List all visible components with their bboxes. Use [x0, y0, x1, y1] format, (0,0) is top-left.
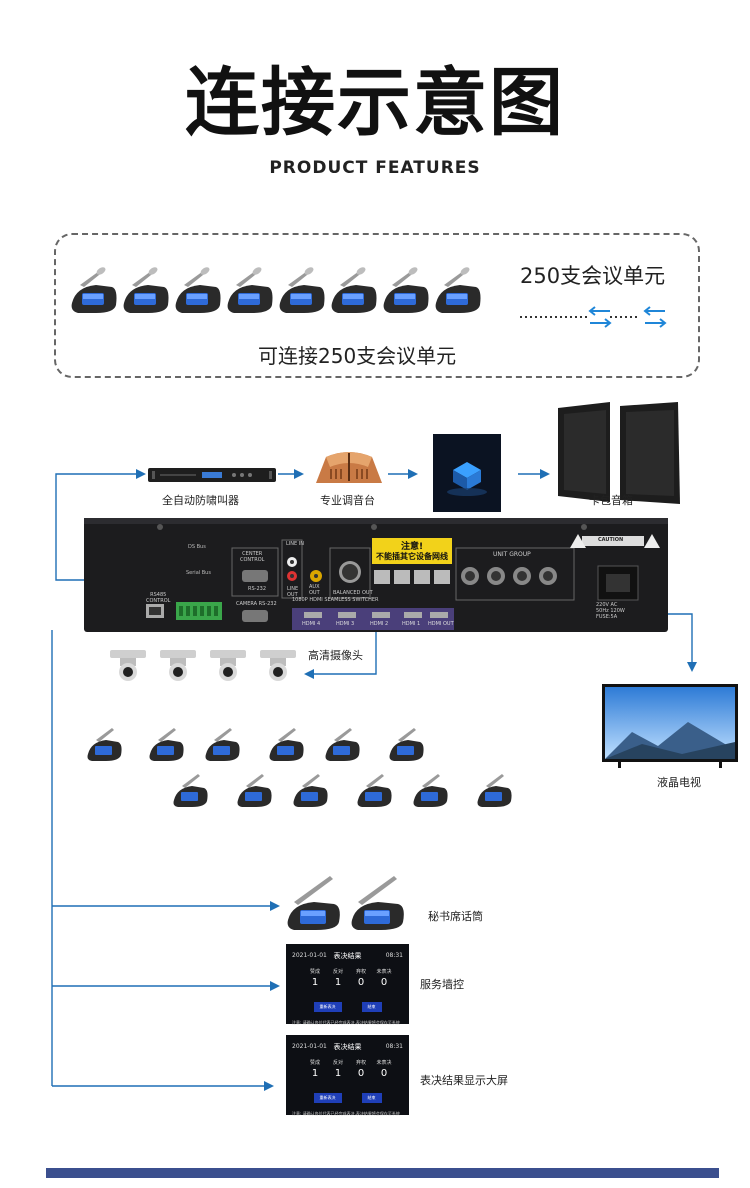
tv-label: 液晶电视 — [657, 776, 701, 789]
page-title: 连接示意图 — [185, 60, 565, 146]
speaker-label: 卡包音箱 — [589, 494, 633, 507]
unit-count-label: 250支会议单元 — [520, 264, 666, 288]
caution-label: CAUTION — [598, 537, 624, 543]
mixer-label: 专业调音台 — [320, 494, 375, 507]
feedback-suppressor-device — [148, 468, 276, 482]
lcd-tv — [602, 684, 738, 768]
balanced-out-label: BALANCED OUT — [333, 590, 373, 596]
unit-group-box — [54, 233, 700, 378]
speaker-cabinets — [558, 402, 680, 504]
col-oppose-header: 反对 — [332, 969, 343, 975]
rs232-label: RS-232 — [248, 586, 266, 592]
hdmi1-label: HDMI 1 — [402, 621, 421, 627]
unit-group-label: UNIT GROUP — [493, 551, 531, 558]
screen-note: 注意: 请确认各位代表已经完成表决,表决结果将会保存至系统 — [292, 1020, 400, 1025]
aux-out-label: AUX OUT — [309, 584, 320, 596]
col-notvoted-header: 未表决 — [376, 969, 392, 975]
col-abstain-header: 弃权 — [355, 969, 366, 975]
serial-bus-label: Serial Bus — [186, 570, 211, 576]
line-in-label: LINE IN — [286, 541, 304, 547]
col-oppose-header: 反对 — [332, 1060, 343, 1066]
col-oppose-value: 1 — [334, 977, 342, 988]
bidirectional-arrows-icon — [520, 306, 667, 328]
result-display-label: 表决结果显示大屏 — [420, 1074, 508, 1087]
power-label: 220V AC 50Hz 120W FUSE:5A — [596, 602, 625, 620]
warning-text: 不能插其它设备网线 — [376, 552, 448, 561]
screen-title: 表决结果 — [333, 1043, 362, 1051]
screen-note: 注意: 请确认各位代表已经完成表决,表决结果将会保存至系统 — [292, 1111, 400, 1116]
col-abstain-value: 0 — [357, 1068, 365, 1079]
col-approve-value: 1 — [311, 1068, 319, 1079]
col-abstain-header: 弃权 — [355, 1060, 366, 1066]
camera-rs232-label: CAMERA RS-232 — [236, 601, 277, 607]
secretary-label: 秘书席话筒 — [428, 910, 483, 923]
result-screen: 2021-01-01 表决结果 08:31 赞成 1 反对 1 弃权 0 未表决 0 重… — [286, 1035, 409, 1116]
col-notvoted-header: 未表决 — [376, 1060, 392, 1066]
screen-date: 2021-01-01 — [292, 1043, 327, 1050]
col-oppose-value: 1 — [334, 1068, 342, 1079]
unit-caption: 可连接250支会议单元 — [258, 344, 457, 368]
col-notvoted-value: 0 — [380, 1068, 388, 1079]
center-control-label: CENTER CONTROL — [240, 551, 265, 563]
screen-time: 08:31 — [385, 1043, 403, 1050]
line-out-label: LINE OUT — [287, 586, 299, 598]
service-label: 服务墙控 — [420, 978, 464, 991]
hdmi-out-label: HDMI OUT — [428, 621, 454, 627]
col-abstain-value: 0 — [357, 977, 365, 988]
camera-label: 高清摄像头 — [308, 649, 363, 662]
revote-button[interactable]: 重新表决 — [313, 1093, 342, 1103]
processor-card — [433, 434, 501, 512]
hdmi3-label: HDMI 3 — [336, 621, 355, 627]
camera-row — [110, 650, 296, 681]
hdmi2-label: HDMI 2 — [370, 621, 389, 627]
hdmi-switcher-label: 1080P HDMI SEAMLESS SWITCHER — [292, 597, 379, 603]
warning-title: 注意! — [400, 542, 424, 552]
feedback-suppressor-label: 全自动防啸叫器 — [162, 494, 239, 507]
revote-button[interactable]: 重新表决 — [313, 1002, 342, 1012]
conference-unit-cluster — [87, 728, 512, 807]
secretary-microphones — [287, 876, 404, 930]
hdmi4-label: HDMI 4 — [302, 621, 321, 627]
service-screen: 2021-01-01 表决结果 08:31 赞成 1 反对 1 弃权 0 未表决 0 重… — [286, 944, 409, 1025]
footer-bar — [46, 1168, 719, 1178]
col-approve-value: 1 — [311, 977, 319, 988]
col-approve-header: 赞成 — [309, 969, 320, 975]
rs485-label: RS485 CONTROL — [146, 592, 171, 604]
screen-title: 表决结果 — [333, 952, 362, 960]
mixer-device — [316, 452, 382, 483]
col-notvoted-value: 0 — [380, 977, 388, 988]
end-button[interactable]: 结束 — [361, 1002, 382, 1012]
end-button[interactable]: 结束 — [361, 1093, 382, 1103]
screen-time: 08:31 — [385, 952, 403, 959]
page-subtitle: PRODUCT FEATURES — [269, 158, 481, 178]
col-approve-header: 赞成 — [309, 1060, 320, 1066]
screen-date: 2021-01-01 — [292, 952, 327, 959]
ds-bus-label: DS Bus — [188, 544, 206, 550]
main-unit-rear-panel — [84, 518, 668, 632]
